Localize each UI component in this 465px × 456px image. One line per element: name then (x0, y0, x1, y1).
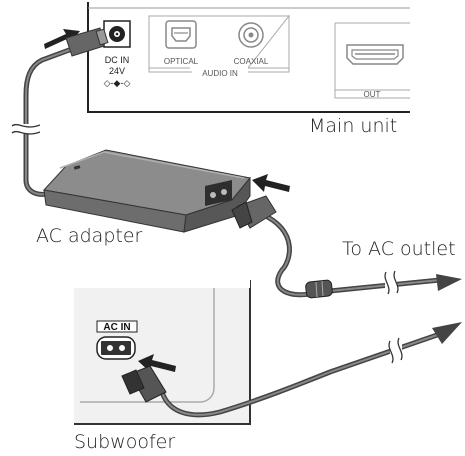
ac-cable-subwoofer (121, 322, 462, 418)
dc-in-voltage: 24V (109, 66, 125, 76)
dc-in-jack (103, 20, 131, 48)
main-unit-label: Main unit (309, 115, 397, 137)
polarity-symbol: ◇-◆-◇ (104, 78, 131, 88)
coaxial-port-icon (238, 22, 264, 48)
out-label: OUT (364, 90, 381, 99)
subwoofer-panel: AC IN Subwoofer (74, 280, 251, 453)
ac-adapter-label: AC adapter (36, 225, 143, 247)
subwoofer-label: Subwoofer (74, 431, 175, 453)
audio-in-label: AUDIO IN (202, 69, 238, 78)
optical-label: OPTICAL (164, 57, 199, 66)
hdmi-port-icon (346, 44, 404, 65)
ac-adapter-icon (43, 149, 251, 233)
coaxial-label: COAXIAL (234, 57, 269, 66)
outlet-label: To AC outlet (342, 238, 456, 260)
ac-in-label: AC IN (103, 322, 130, 333)
optical-port-icon (165, 20, 197, 49)
ac-cable-adapter (231, 195, 462, 299)
main-unit-panel: DC IN 24V ◇-◆-◇ OPTICAL COAXIAL AUDIO IN (87, 2, 410, 137)
dc-cable (11, 27, 109, 197)
ac-in-socket-icon (96, 336, 136, 360)
dc-plug-arrow (44, 29, 80, 49)
dc-in-label: DC IN (105, 55, 130, 65)
adapter-inlet-arrow (252, 174, 290, 192)
